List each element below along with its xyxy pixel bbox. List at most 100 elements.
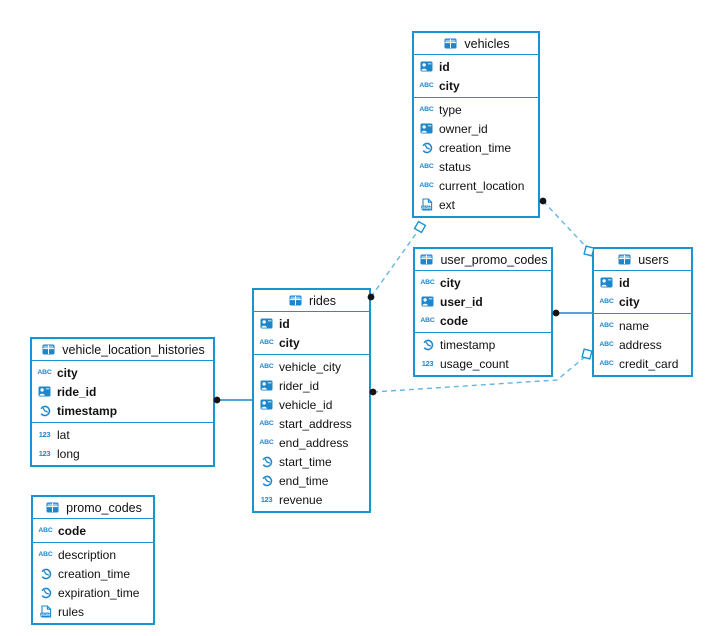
table-grid-icon	[444, 38, 457, 49]
connector-dot	[539, 197, 547, 205]
column-name: address	[619, 337, 662, 352]
abc-string-icon: ABC	[38, 551, 53, 558]
column-name: user_id	[440, 294, 483, 309]
abc-string-icon: ABC	[420, 317, 435, 324]
column-name: city	[439, 78, 460, 93]
abc-string-icon: ABC	[419, 182, 434, 189]
column-row-name: ABC name	[594, 316, 691, 335]
column-row-creation_time: creation_time	[33, 564, 153, 583]
column-name: start_time	[279, 454, 332, 469]
column-name: city	[57, 365, 78, 380]
column-row-creation_time: creation_time	[414, 138, 538, 157]
abc-string-icon: ABC	[259, 339, 274, 346]
column-name: creation_time	[58, 566, 131, 581]
table-icon	[418, 254, 435, 265]
person-id-icon	[420, 61, 433, 72]
table-icon	[40, 344, 57, 355]
number-123-icon: 123	[421, 359, 434, 368]
abc-string-icon: ABC	[259, 363, 274, 370]
person-id-icon	[260, 380, 273, 391]
primary-key-section: ABC city ride_id timestamp	[32, 361, 213, 422]
person-id-icon	[38, 386, 51, 397]
clock-type-icon	[419, 339, 436, 351]
number-123-icon: 123	[38, 430, 51, 439]
column-row-owner_id: owner_id	[414, 119, 538, 138]
clock-time-icon	[422, 339, 433, 350]
abc-type-icon: ABC	[418, 163, 435, 170]
number-123-icon: 123	[260, 495, 273, 504]
column-name: description	[58, 547, 117, 562]
abc-string-icon: ABC	[419, 163, 434, 170]
column-name: id	[439, 59, 450, 74]
column-name: rider_id	[279, 378, 320, 393]
column-row-vehicle_id: vehicle_id	[254, 395, 369, 414]
abc-string-icon: ABC	[259, 439, 274, 446]
column-name: code	[440, 313, 469, 328]
connector-diamond	[581, 348, 593, 360]
column-row-rules: JSON rules	[33, 602, 153, 621]
clock-type-icon	[37, 568, 54, 580]
clock-time-icon	[40, 587, 51, 598]
clock-time-icon	[261, 456, 272, 467]
column-row-expiration_time: expiration_time	[33, 583, 153, 602]
column-name: rules	[58, 604, 85, 619]
json-type-icon: JSON	[37, 605, 54, 618]
column-name: code	[58, 523, 87, 538]
table-grid-icon	[420, 254, 433, 265]
column-name: usage_count	[440, 356, 509, 371]
abc-type-icon: ABC	[598, 341, 615, 348]
table-title: vehicles	[464, 36, 510, 51]
column-row-id: id	[594, 273, 691, 292]
abc-string-icon: ABC	[599, 360, 614, 367]
column-row-city: ABC city	[414, 76, 538, 95]
column-name: city	[440, 275, 461, 290]
column-name: expiration_time	[58, 585, 140, 600]
clock-type-icon	[36, 405, 53, 417]
person-id-icon	[600, 277, 613, 288]
person-type-icon	[598, 277, 615, 288]
column-row-timestamp: timestamp	[32, 401, 213, 420]
svg-text:JSON: JSON	[421, 206, 431, 210]
column-row-rider_id: rider_id	[254, 376, 369, 395]
abc-type-icon: ABC	[418, 106, 435, 113]
person-type-icon	[36, 386, 53, 397]
person-id-icon	[420, 123, 433, 134]
column-name: end_address	[279, 435, 349, 450]
abc-type-icon: ABC	[418, 82, 435, 89]
column-name: vehicle_city	[279, 359, 342, 374]
table-title: users	[638, 252, 669, 267]
table-grid-icon	[289, 295, 302, 306]
abc-string-icon: ABC	[599, 322, 614, 329]
column-name: name	[619, 318, 650, 333]
column-row-end_time: end_time	[254, 471, 369, 490]
abc-string-icon: ABC	[599, 341, 614, 348]
123-type-icon: 123	[258, 495, 275, 504]
table-grid-icon	[46, 502, 59, 513]
abc-string-icon: ABC	[37, 369, 52, 376]
abc-type-icon: ABC	[37, 551, 54, 558]
fields-section: ABC description creation_time expiration_ti…	[33, 542, 153, 623]
column-name: timestamp	[57, 403, 118, 418]
clock-time-icon	[421, 142, 432, 153]
column-row-ride_id: ride_id	[32, 382, 213, 401]
column-row-id: id	[254, 314, 369, 333]
table-icon	[44, 502, 61, 513]
connector-dot	[552, 309, 560, 317]
clock-type-icon	[37, 587, 54, 599]
